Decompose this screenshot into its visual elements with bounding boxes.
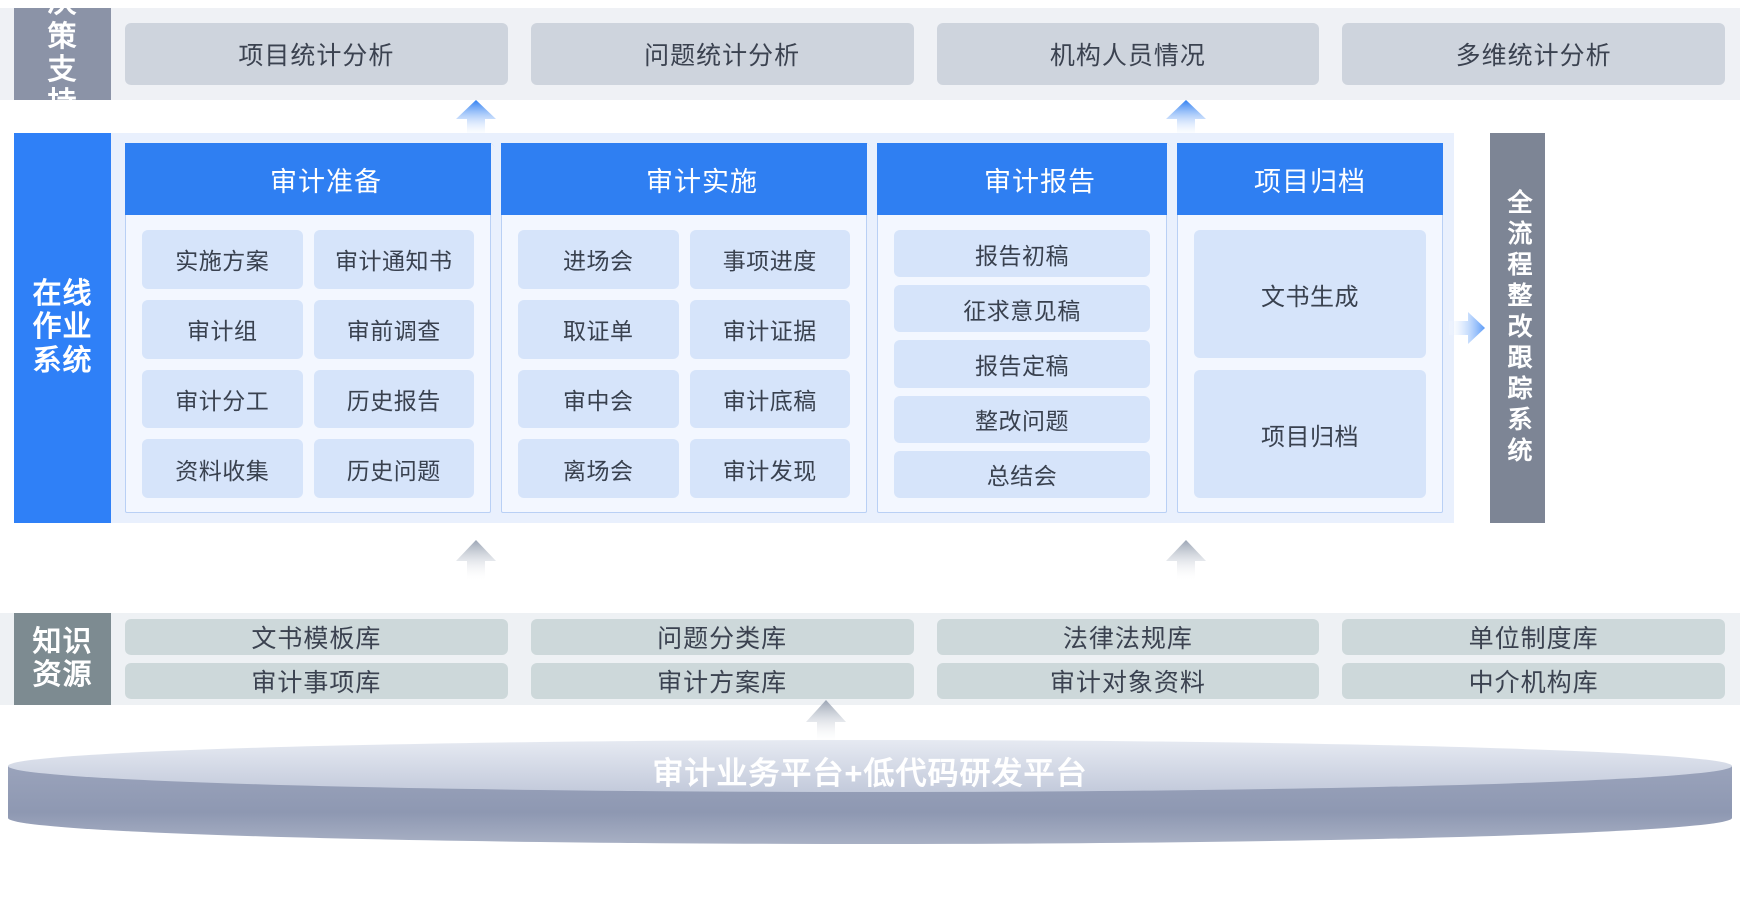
phase-body-audit-report: 报告初稿 征求意见稿 报告定稿 整改问题 总结会 bbox=[878, 216, 1166, 512]
tile-audit-assignment[interactable]: 审计分工 bbox=[142, 369, 303, 429]
phase-body-project-archiving: 文书生成 项目归档 bbox=[1178, 216, 1442, 512]
phase-audit-preparation[interactable]: 审计准备 实施方案 审计通知书 审计组 审前调查 审计分工 历史报告 资料收集 … bbox=[125, 143, 491, 513]
knowledge-resources-label-text: 知识资源 bbox=[32, 625, 93, 691]
phase-project-archiving[interactable]: 项目归档 文书生成 项目归档 bbox=[1177, 143, 1443, 513]
knowledge-card-unit-policy-library[interactable]: 单位制度库 bbox=[1342, 619, 1725, 655]
knowledge-card-audit-object-data[interactable]: 审计对象资料 bbox=[936, 663, 1320, 699]
tile-summary-meeting[interactable]: 总结会 bbox=[894, 450, 1150, 498]
knowledge-card-document-template-library[interactable]: 文书模板库 bbox=[125, 619, 508, 655]
tile-pre-audit-survey[interactable]: 审前调查 bbox=[313, 299, 474, 359]
tile-document-generation[interactable]: 文书生成 bbox=[1194, 230, 1426, 358]
decision-card-org-personnel[interactable]: 机构人员情况 bbox=[936, 23, 1320, 85]
tile-report-draft[interactable]: 报告初稿 bbox=[894, 230, 1150, 278]
tile-audit-working-paper[interactable]: 审计底稿 bbox=[689, 369, 850, 429]
decision-card-multidim-stats[interactable]: 多维统计分析 bbox=[1342, 23, 1725, 85]
band-label-rectification-tracking: 全流程整改跟踪系统 bbox=[1490, 133, 1545, 523]
tile-grid-audit-preparation: 实施方案 审计通知书 审计组 审前调查 审计分工 历史报告 资料收集 历史问题 bbox=[142, 230, 474, 498]
tile-comment-solicitation-draft[interactable]: 征求意见稿 bbox=[894, 285, 1150, 333]
rectification-tracking-label-text: 全流程整改跟踪系统 bbox=[1504, 188, 1532, 468]
tile-project-archive[interactable]: 项目归档 bbox=[1194, 370, 1426, 498]
tile-rectification-issues[interactable]: 整改问题 bbox=[894, 395, 1150, 443]
up-arrow-to-phase-2 bbox=[1166, 540, 1206, 580]
tile-historical-reports[interactable]: 历史报告 bbox=[313, 369, 474, 429]
tile-audit-evidence[interactable]: 审计证据 bbox=[689, 299, 850, 359]
knowledge-card-intermediary-agency-library[interactable]: 中介机构库 bbox=[1342, 663, 1725, 699]
up-arrow-to-phase-1 bbox=[456, 540, 496, 580]
phase-header-audit-implementation: 审计实施 bbox=[501, 143, 903, 215]
tile-exit-meeting[interactable]: 离场会 bbox=[518, 439, 679, 498]
phase-flow: 审计准备 实施方案 审计通知书 审计组 审前调查 审计分工 历史报告 资料收集 … bbox=[125, 143, 1443, 513]
decision-card-issue-stats[interactable]: 问题统计分析 bbox=[530, 23, 914, 85]
platform-cylinder bbox=[8, 740, 1732, 844]
tile-historical-issues[interactable]: 历史问题 bbox=[313, 439, 474, 498]
phase-header-audit-report: 审计报告 bbox=[877, 143, 1203, 215]
tile-final-report[interactable]: 报告定稿 bbox=[894, 340, 1150, 388]
tile-midterm-meeting[interactable]: 审中会 bbox=[518, 369, 679, 429]
phase-body-audit-preparation: 实施方案 审计通知书 审计组 审前调查 审计分工 历史报告 资料收集 历史问题 bbox=[126, 216, 490, 512]
phase-header-project-archiving: 项目归档 bbox=[1177, 143, 1443, 215]
band-label-knowledge-resources: 知识资源 bbox=[14, 613, 111, 705]
platform-label: 审计业务平台+低代码研发平台 bbox=[652, 756, 1088, 791]
tile-grid-audit-implementation: 进场会 事项进度 取证单 审计证据 审中会 审计底稿 离场会 审计发现 bbox=[518, 230, 850, 498]
up-arrow-to-decision-1 bbox=[456, 100, 496, 136]
tile-audit-team[interactable]: 审计组 bbox=[142, 299, 303, 359]
knowledge-card-laws-regulations-library[interactable]: 法律法规库 bbox=[936, 619, 1320, 655]
up-arrow-to-decision-2 bbox=[1166, 100, 1206, 136]
tile-evidence-form[interactable]: 取证单 bbox=[518, 299, 679, 359]
tile-implementation-plan[interactable]: 实施方案 bbox=[142, 230, 303, 289]
decision-card-project-stats[interactable]: 项目统计分析 bbox=[125, 23, 508, 85]
phase-audit-implementation[interactable]: 审计实施 进场会 事项进度 取证单 审计证据 审中会 审计底稿 离场会 审计发现 bbox=[501, 143, 867, 513]
knowledge-card-audit-item-library[interactable]: 审计事项库 bbox=[125, 663, 508, 699]
online-system-label-text: 在线作业系统 bbox=[32, 277, 93, 377]
phase-header-audit-preparation: 审计准备 bbox=[125, 143, 527, 215]
band-label-decision-support: 决策支持 bbox=[14, 0, 111, 119]
decision-support-label-text: 决策支持 bbox=[47, 0, 78, 120]
knowledge-resources-card-list: 文书模板库 问题分类库 法律法规库 单位制度库 审计事项库 审计方案库 审计对象… bbox=[125, 613, 1725, 705]
up-arrow-to-knowledge bbox=[806, 700, 846, 742]
knowledge-card-issue-category-library[interactable]: 问题分类库 bbox=[530, 619, 914, 655]
tile-data-collection[interactable]: 资料收集 bbox=[142, 439, 303, 498]
phase-body-audit-implementation: 进场会 事项进度 取证单 审计证据 审中会 审计底稿 离场会 审计发现 bbox=[502, 216, 866, 512]
band-label-online-system: 在线作业系统 bbox=[14, 133, 111, 523]
tile-entry-meeting[interactable]: 进场会 bbox=[518, 230, 679, 289]
tile-grid-audit-report: 报告初稿 征求意见稿 报告定稿 整改问题 总结会 bbox=[894, 230, 1150, 498]
tile-audit-findings[interactable]: 审计发现 bbox=[689, 439, 850, 498]
knowledge-card-audit-plan-library[interactable]: 审计方案库 bbox=[530, 663, 914, 699]
decision-support-card-list: 项目统计分析 问题统计分析 机构人员情况 多维统计分析 bbox=[125, 8, 1725, 100]
right-arrow-to-rectification bbox=[1449, 312, 1485, 344]
phase-audit-report[interactable]: 审计报告 报告初稿 征求意见稿 报告定稿 整改问题 总结会 bbox=[877, 143, 1167, 513]
tile-item-progress[interactable]: 事项进度 bbox=[689, 230, 850, 289]
tile-audit-notice[interactable]: 审计通知书 bbox=[313, 230, 474, 289]
tile-grid-project-archiving: 文书生成 项目归档 bbox=[1194, 230, 1426, 498]
